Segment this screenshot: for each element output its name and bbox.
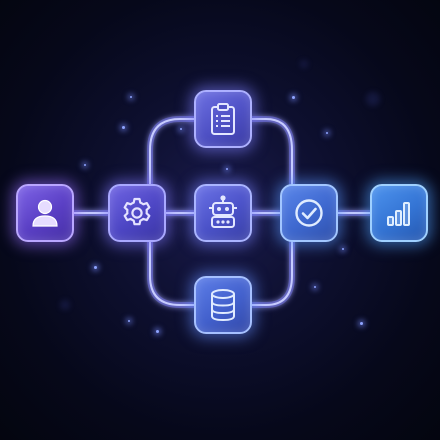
sparkle-dot: [226, 168, 228, 170]
edge-database-check: [251, 241, 293, 306]
node-settings: [108, 184, 166, 242]
sparkle-dot: [342, 248, 344, 250]
database-icon: [211, 289, 235, 322]
node-database: [194, 276, 252, 334]
sparkle-dot: [180, 128, 182, 130]
edge-settings-database: [149, 241, 195, 306]
node-clipboard: [194, 90, 252, 148]
sparkle-dot: [122, 126, 125, 129]
sparkle-dot: [156, 330, 159, 333]
sparkle-dot: [130, 96, 132, 98]
node-check: [280, 184, 338, 242]
bokeh-dot: [60, 300, 70, 310]
sparkle-dot: [326, 132, 328, 134]
clipboard-checklist-icon: [211, 103, 235, 135]
node-chart: [370, 184, 428, 242]
sparkle-dot: [314, 286, 316, 288]
sparkle-dot: [292, 96, 295, 99]
robot-icon: [209, 195, 237, 228]
check-circle-icon: [295, 199, 323, 227]
edge-settings-clipboard: [149, 118, 195, 185]
node-robot: [194, 184, 252, 242]
sparkle-dot: [94, 266, 97, 269]
bokeh-dot: [300, 60, 308, 68]
sparkle-dot: [84, 164, 86, 166]
sparkle-dot: [128, 320, 130, 322]
bokeh-dot: [366, 92, 380, 106]
bar-chart-icon: [387, 202, 410, 226]
edge-clipboard-check: [251, 118, 293, 185]
gear-icon: [123, 197, 151, 226]
node-user: [16, 184, 74, 242]
user-icon: [32, 199, 58, 227]
sparkle-dot: [360, 322, 363, 325]
